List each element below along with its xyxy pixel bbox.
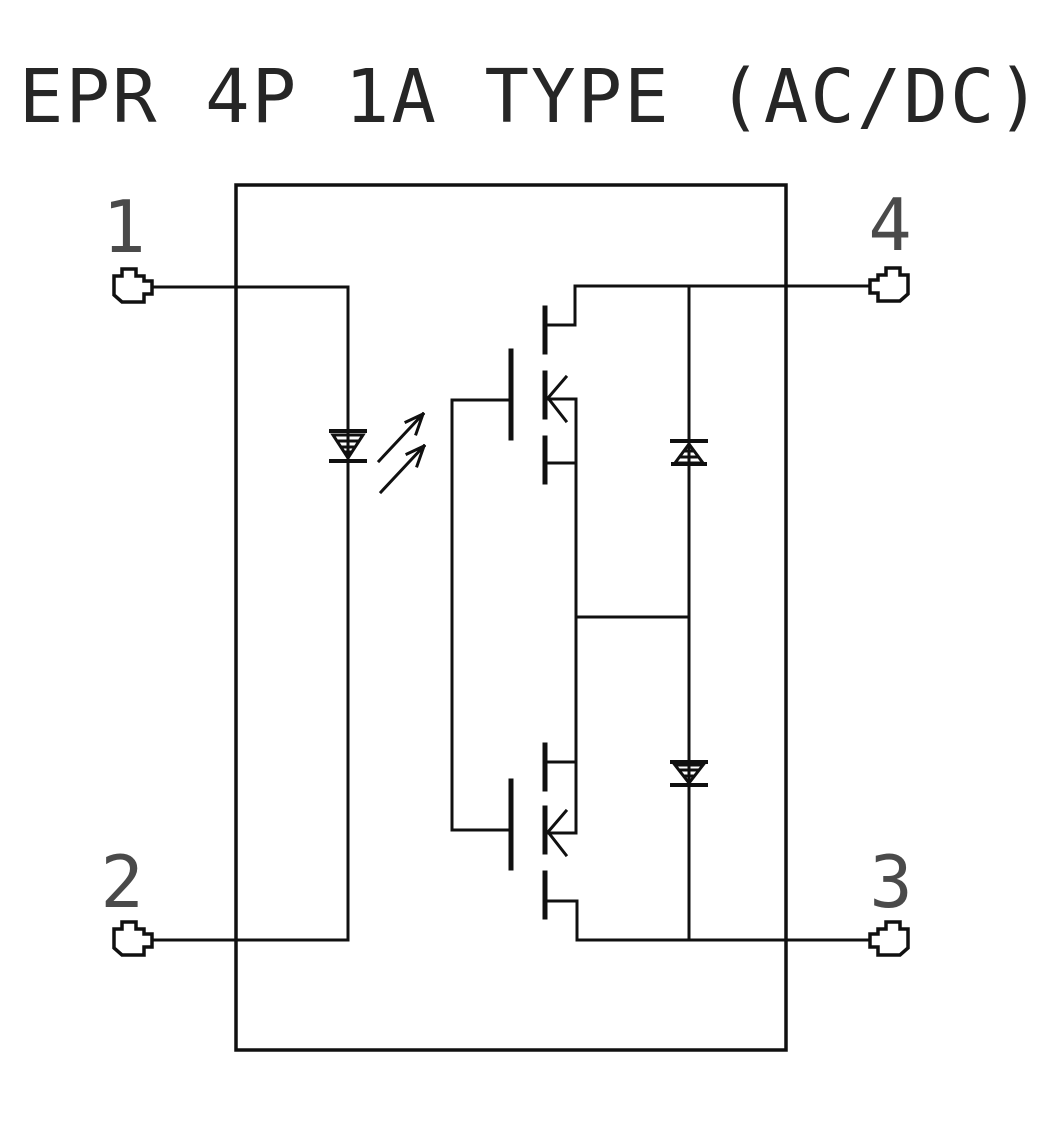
zener-branch — [670, 284, 708, 942]
diagram-title: EPR 4P 1A TYPE (AC/DC) — [19, 54, 1043, 140]
mosfet-lower-icon — [508, 742, 579, 942]
pin-3-label: 3 — [869, 840, 912, 924]
mosfet-lower-body-arrow — [545, 808, 569, 858]
light-arrow-upper — [376, 411, 426, 464]
zener-diode-upper-icon — [670, 439, 708, 466]
gate-bus — [450, 398, 511, 832]
pin-1-label: 1 — [102, 185, 145, 269]
light-arrow-lower — [378, 443, 427, 495]
mosfet-upper-body-arrow — [545, 374, 569, 424]
pin-3: 3 — [575, 840, 913, 957]
pin-4-terminal-icon — [868, 266, 910, 303]
pin-4: 4 — [573, 183, 912, 303]
mosfet-upper-drain-wire — [544, 284, 577, 327]
led-triangle-hatch — [336, 439, 360, 454]
pin-2-terminal-icon — [112, 920, 154, 957]
pin-1: 1 — [102, 185, 350, 304]
pin-3-terminal-icon — [868, 920, 910, 957]
pin-1-terminal-icon — [112, 267, 154, 304]
pin-2: 2 — [100, 840, 350, 957]
mosfet-upper-icon — [508, 284, 578, 485]
pin-2-label: 2 — [100, 840, 143, 924]
pin-4-label: 4 — [868, 183, 911, 267]
zener-upper-hatch — [680, 449, 698, 459]
led-branch — [329, 285, 427, 942]
led-diode-icon — [329, 429, 367, 463]
zener-lower-hatch — [679, 768, 699, 778]
light-emission-arrows-icon — [376, 411, 427, 495]
gate-bus-wire — [450, 398, 511, 832]
zener-diode-lower-icon — [670, 760, 708, 787]
zener-lower-triangle — [671, 763, 707, 786]
device-outline-box — [234, 183, 788, 1052]
mosfet-lower-drain-wire — [545, 899, 579, 942]
